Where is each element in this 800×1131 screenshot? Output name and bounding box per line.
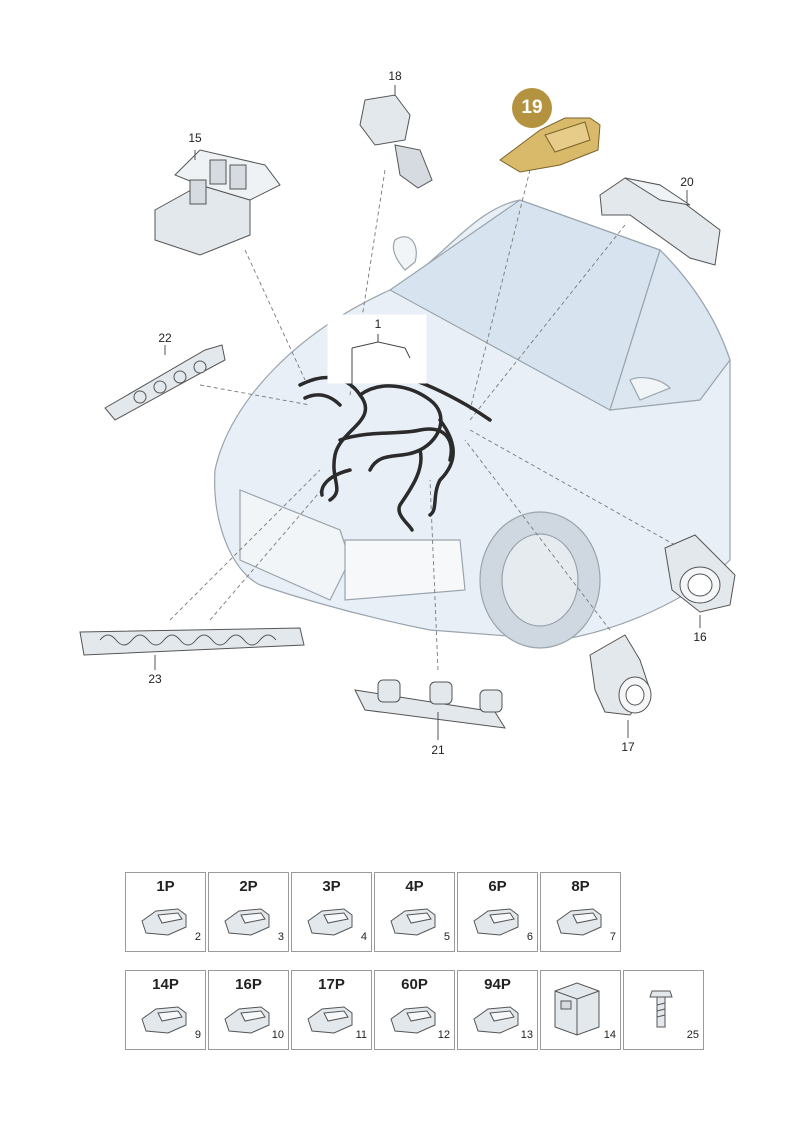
part-number: 5 xyxy=(443,931,450,943)
connector-code: 2P xyxy=(239,878,258,895)
connector-cell: 17P 11 xyxy=(291,970,372,1050)
harness-bracket xyxy=(327,314,427,385)
part-number: 14 xyxy=(603,1029,616,1041)
connector-cell: 60P 12 xyxy=(374,970,455,1050)
part-17-duct-elbow xyxy=(589,634,652,716)
part-number: 4 xyxy=(360,931,367,943)
connector-plug-icon xyxy=(307,1006,353,1034)
part-18-connector xyxy=(359,85,433,189)
connector-cell: 1P 2 xyxy=(125,872,206,952)
callout-23: 23 xyxy=(148,672,162,686)
callout-22: 22 xyxy=(158,331,172,345)
part-number: 2 xyxy=(194,931,201,943)
car-illustration xyxy=(214,199,731,649)
connector-code: 8P xyxy=(571,878,590,895)
callout-ticks xyxy=(154,190,701,740)
connector-cell: 6P 6 xyxy=(457,872,538,952)
callout-18: 18 xyxy=(388,69,402,83)
connector-code: 94P xyxy=(484,976,511,993)
part-21-connector-rail xyxy=(354,679,506,729)
connector-code: 14P xyxy=(152,976,179,993)
exploded-parts-diagram xyxy=(79,85,736,740)
part-number: 25 xyxy=(686,1029,699,1041)
part-23-cable-duct xyxy=(79,627,305,656)
connector-cell: 8P 7 xyxy=(540,872,621,952)
part-19-cable-tray-highlighted xyxy=(499,117,601,173)
connector-code: 60P xyxy=(401,976,428,993)
connector-cell: 3P 4 xyxy=(291,872,372,952)
housing-icon xyxy=(554,982,600,1036)
part-22-connector-strip xyxy=(104,344,226,421)
connector-cell: 14P 9 xyxy=(125,970,206,1050)
connector-cell: 16P 10 xyxy=(208,970,289,1050)
callout-15: 15 xyxy=(188,131,202,145)
connector-code: 17P xyxy=(318,976,345,993)
connector-plug-icon xyxy=(224,908,270,936)
connector-code: 6P xyxy=(488,878,507,895)
connector-plug-icon xyxy=(307,908,353,936)
connector-cell: 4P 5 xyxy=(374,872,455,952)
part-number: 6 xyxy=(526,931,533,943)
part-number: 3 xyxy=(277,931,284,943)
connector-code: 3P xyxy=(322,878,341,895)
connector-plug-icon xyxy=(390,1006,436,1034)
part-16-grommet xyxy=(664,534,736,613)
connector-plug-icon xyxy=(556,908,602,936)
callout-1: 1 xyxy=(374,317,382,331)
part-number: 10 xyxy=(271,1029,284,1041)
part-number: 12 xyxy=(437,1029,450,1041)
callout-20: 20 xyxy=(680,175,694,189)
connector-code: 1P xyxy=(156,878,175,895)
part-number: 11 xyxy=(355,1029,367,1041)
callout-19-highlight-badge: 19 xyxy=(512,88,552,128)
part-number: 9 xyxy=(194,1029,201,1041)
connector-plug-icon xyxy=(224,1006,270,1034)
connector-cell: 2P 3 xyxy=(208,872,289,952)
leader-lines xyxy=(169,169,676,671)
callout-16: 16 xyxy=(693,630,707,644)
housing-cell: 14 xyxy=(540,970,621,1050)
connector-code: 16P xyxy=(235,976,262,993)
connector-code: 4P xyxy=(405,878,424,895)
bolt-icon xyxy=(649,990,673,1028)
connector-table-row-2: 14P 9 16P 10 17P 11 60P 12 94P 13 14 25 xyxy=(125,970,706,1050)
part-number: 7 xyxy=(609,931,616,943)
connector-plug-icon xyxy=(390,908,436,936)
connector-table-row-1: 1P 2 2P 3 3P 4 4P 5 6P 6 8P 7 xyxy=(125,872,623,952)
connector-plug-icon xyxy=(141,1006,187,1034)
bolt-cell: 25 xyxy=(623,970,704,1050)
connector-plug-icon xyxy=(473,1006,519,1034)
connector-plug-icon xyxy=(141,908,187,936)
connector-cell: 94P 13 xyxy=(457,970,538,1050)
connector-plug-icon xyxy=(473,908,519,936)
part-20-cover xyxy=(599,177,721,266)
part-15-relay-carrier xyxy=(154,149,281,256)
part-number: 13 xyxy=(520,1029,533,1041)
callout-17: 17 xyxy=(621,740,635,754)
callout-21: 21 xyxy=(431,743,445,757)
